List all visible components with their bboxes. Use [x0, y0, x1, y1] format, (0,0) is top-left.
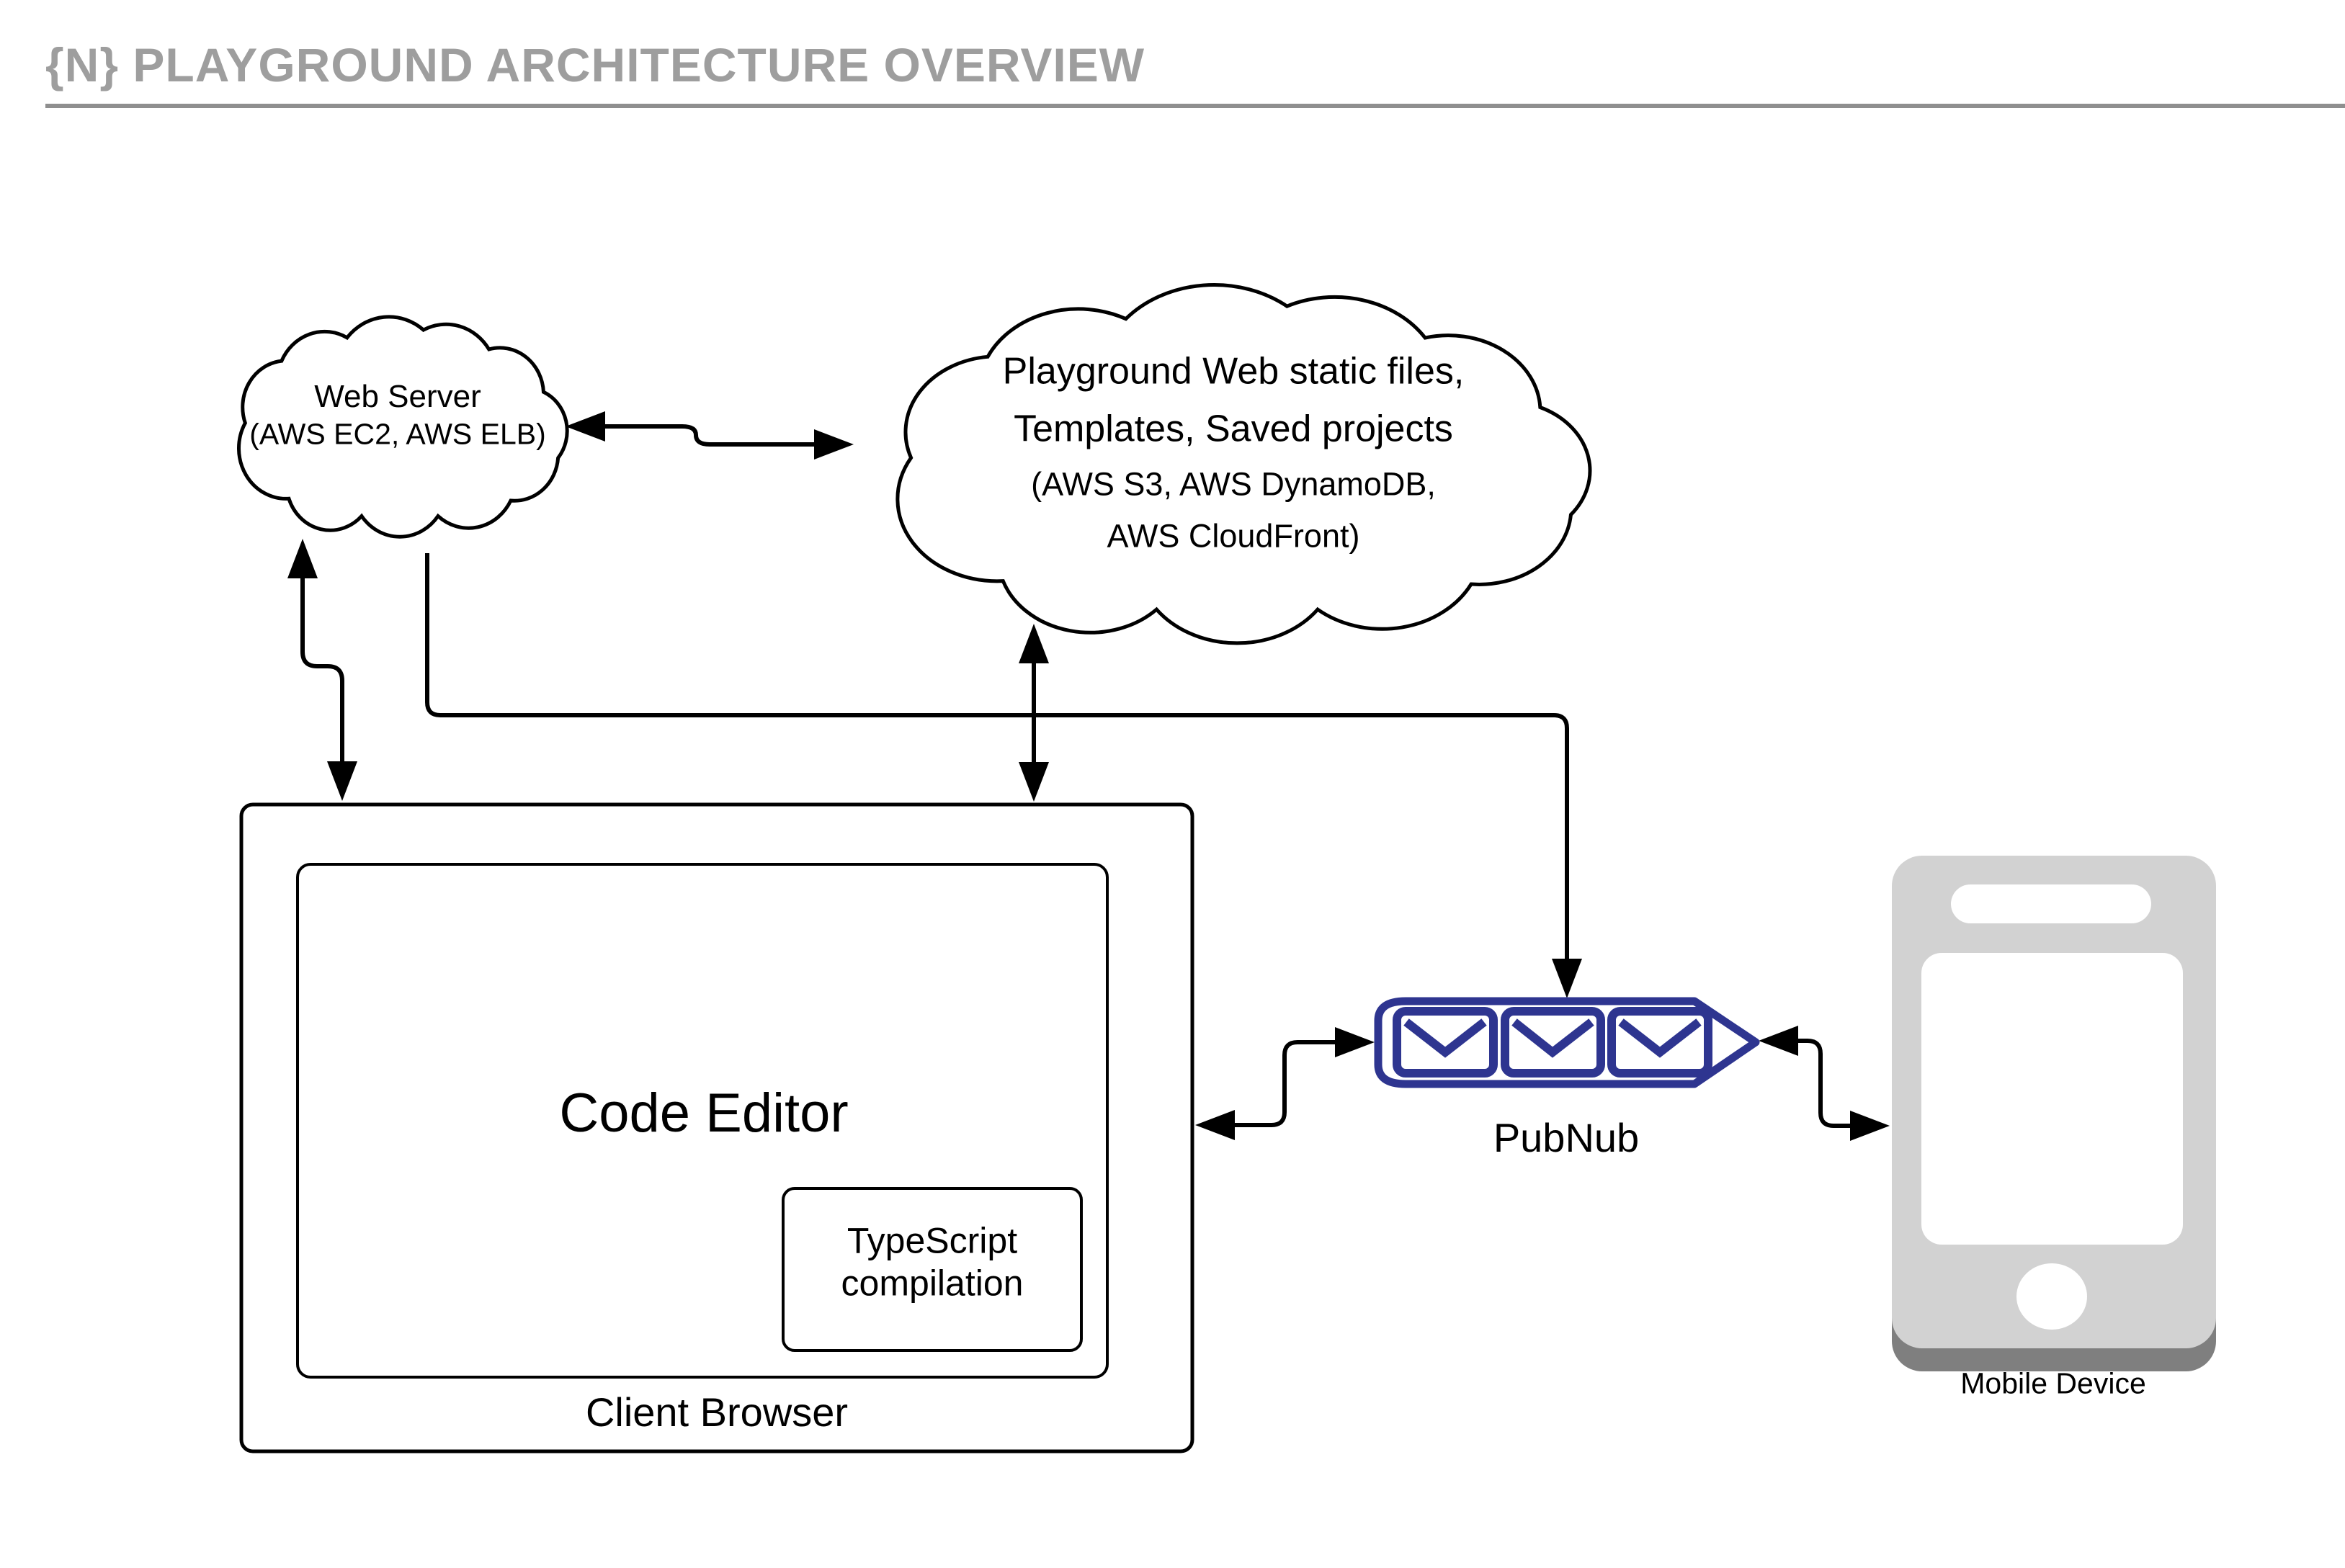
envelope-icon: [1393, 1007, 1498, 1078]
typescript-label-line1: TypeScript: [847, 1220, 1018, 1261]
web-server-label-line1: Web Server: [314, 378, 481, 414]
arrowhead-down-icon: [1019, 762, 1049, 802]
client-browser-label: Client Browser: [585, 1389, 849, 1435]
arrowhead-up-icon: [287, 539, 318, 578]
arrowhead-right-icon: [814, 429, 854, 460]
connector-webserver-pubnub: [425, 553, 1582, 998]
storage-cloud-label-line2: Templates, Saved projects: [1014, 408, 1453, 450]
connector-webserver-browser: [287, 539, 357, 801]
page-title: {N} PLAYGROUND ARCHITECTURE OVERVIEW: [45, 38, 1145, 91]
phone-speaker: [1951, 884, 2151, 923]
connector-webserver-storage: [566, 411, 854, 460]
arrowhead-down-icon: [1552, 959, 1582, 998]
smartphone-icon: [1892, 856, 2216, 1371]
phone-home-button: [2016, 1263, 2087, 1330]
arrowhead-left-icon: [1195, 1110, 1235, 1140]
storage-cloud-label-line4: AWS CloudFront): [1107, 517, 1360, 555]
pubnub-label: PubNub: [1493, 1115, 1640, 1161]
arrowhead-down-icon: [327, 761, 357, 801]
envelope-icon: [1607, 1007, 1712, 1078]
code-editor-label: Code Editor: [559, 1083, 849, 1144]
arrowhead-right-icon: [1335, 1027, 1375, 1057]
connector-storage-browser: [1019, 624, 1049, 802]
storage-cloud-label-line1: Playground Web static files,: [1002, 350, 1465, 393]
pubnub-queue-icon: [1374, 997, 1760, 1088]
storage-cloud-icon: [898, 285, 1590, 642]
web-server-label-line2: (AWS EC2, AWS ELB): [249, 417, 546, 451]
storage-cloud-label-line3: (AWS S3, AWS DynamoDB,: [1031, 465, 1436, 503]
typescript-label-line2: compilation: [841, 1263, 1024, 1304]
typescript-compilation-box: [782, 1187, 1083, 1352]
arrowhead-up-icon: [1019, 624, 1049, 663]
arrowhead-left-icon: [1759, 1026, 1798, 1056]
connector-browser-pubnub: [1195, 1027, 1375, 1140]
title-divider: [45, 104, 2345, 108]
mobile-device-label: Mobile Device: [1960, 1366, 2146, 1400]
connector-pubnub-mobile: [1759, 1026, 1890, 1141]
arrowhead-right-icon: [1850, 1111, 1890, 1141]
phone-screen: [1921, 953, 2183, 1245]
web-server-cloud-icon: [238, 317, 567, 537]
envelope-icon: [1501, 1007, 1605, 1078]
arrowhead-left-icon: [566, 411, 605, 442]
